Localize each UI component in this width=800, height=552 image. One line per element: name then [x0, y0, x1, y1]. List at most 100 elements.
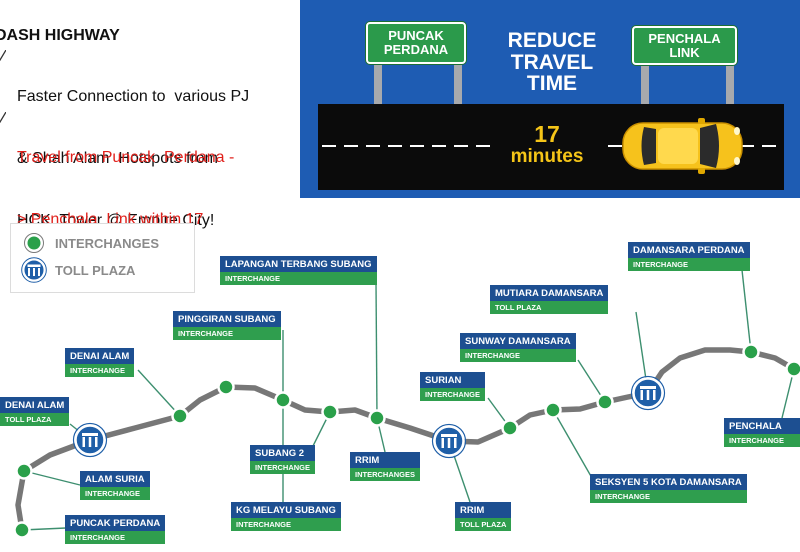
stop-label-rrim-toll: RRIM TOLL PLAZA	[455, 502, 512, 531]
stop-type: INTERCHANGE	[724, 434, 800, 447]
stop-label-damansara-perdana: DAMANSARA PERDANA INTERCHANGE	[628, 242, 750, 271]
check-bullet-icon	[0, 112, 6, 123]
travel-duration: 17 minutes	[494, 120, 600, 170]
road: 17 minutes	[318, 104, 784, 190]
interchange-icon	[15, 462, 33, 480]
stop-name: SUNWAY DAMANSARA	[460, 333, 576, 349]
stop-type: INTERCHANGE	[460, 349, 576, 362]
sign-post	[374, 64, 382, 104]
check-bullet-icon	[0, 50, 6, 61]
stop-name: SEKSYEN 5 KOTA DAMANSARA	[590, 474, 747, 490]
interchange-icon	[24, 233, 44, 253]
stop-name: SUBANG 2	[250, 445, 316, 461]
stop-label-sunway-damansara: SUNWAY DAMANSARA INTERCHANGE	[460, 333, 576, 362]
bullet-connection: Faster Connection to various PJ & Shah A…	[17, 46, 249, 252]
road-sign-penchala-link: PENCHALA LINK	[632, 26, 737, 65]
sign-line: LINK	[669, 44, 700, 60]
stop-type: INTERCHANGE	[65, 364, 135, 377]
legend-item-interchanges: INTERCHANGES	[23, 232, 159, 254]
duration-unit: minutes	[510, 146, 584, 167]
toll-plaza-icon	[431, 423, 467, 459]
stop-type: INTERCHANGE	[220, 272, 377, 285]
sign-post	[726, 64, 734, 104]
stop-name: RRIM	[350, 452, 421, 468]
sign-line: PERDANA	[383, 42, 449, 57]
stop-label-rrim-interchanges: RRIM INTERCHANGES	[350, 452, 421, 481]
stop-name: RRIM	[455, 502, 512, 518]
stop-type: INTERCHANGE	[80, 487, 150, 500]
stop-label-kg-melayu-subang: KG MELAYU SUBANG INTERCHANGE	[231, 502, 341, 531]
stop-name: LAPANGAN TERBANG SUBANG	[220, 256, 377, 272]
stop-type: INTERCHANGES	[350, 468, 421, 481]
stop-label-denai-alam-toll: DENAI ALAM TOLL PLAZA	[0, 397, 70, 426]
highway-route-line	[15, 347, 800, 533]
stop-label-denai-alam: DENAI ALAM INTERCHANGE	[65, 348, 135, 377]
highway-title: DASH HIGHWAY	[0, 27, 120, 44]
toll-plaza-icon	[72, 422, 108, 458]
stop-label-penchala: PENCHALA INTERCHANGE	[724, 418, 800, 447]
interchange-icon	[368, 409, 386, 427]
sign-line: PENCHALA	[648, 30, 721, 46]
car-icon	[622, 118, 743, 174]
interchange-icon	[544, 401, 562, 419]
bullet-line: Travel from Puncak Perdana -	[17, 149, 235, 167]
stop-type: INTERCHANGE	[173, 327, 281, 340]
sign-post	[641, 64, 649, 104]
connector	[23, 470, 81, 486]
stop-type: INTERCHANGE	[65, 531, 166, 544]
headline-line: TRAVEL	[510, 50, 594, 74]
stop-name: PENCHALA	[724, 418, 800, 434]
stop-label-lapangan-terbang-subang: LAPANGAN TERBANG SUBANG INTERCHANGE	[220, 256, 377, 285]
legend-item-toll-plaza: TOLL PLAZA	[21, 257, 136, 283]
stop-type: TOLL PLAZA	[490, 301, 609, 314]
reduce-travel-time-headline: REDUCE TRAVEL TIME	[472, 30, 632, 95]
interchange-icon	[171, 407, 189, 425]
duration-value: 17	[534, 121, 560, 147]
sign-post	[454, 64, 462, 104]
connector	[137, 369, 181, 417]
legend-label: TOLL PLAZA	[55, 262, 136, 278]
stop-type: TOLL PLAZA	[0, 413, 70, 426]
headline-line: REDUCE	[507, 29, 597, 52]
stop-name: ALAM SURIA	[80, 471, 150, 487]
stop-label-subang-2: SUBANG 2 INTERCHANGE	[250, 445, 316, 474]
interchange-icon	[785, 360, 800, 378]
stop-type: INTERCHANGE	[420, 388, 486, 401]
travel-time-banner: PUNCAK PERDANA REDUCE TRAVEL TIME PENCHA…	[300, 0, 800, 198]
interchange-icon	[274, 391, 292, 409]
stop-name: DENAI ALAM	[65, 348, 135, 364]
bullet-line: Faster Connection to various PJ	[17, 88, 250, 106]
toll-plaza-icon	[630, 375, 666, 411]
interchange-icon	[217, 378, 235, 396]
connector	[552, 409, 593, 479]
stop-name: KG MELAYU SUBANG	[231, 502, 341, 518]
stop-label-alam-suria: ALAM SURIA INTERCHANGE	[80, 471, 150, 500]
interchange-dots	[13, 343, 800, 539]
stop-label-pinggiran-subang: PINGGIRAN SUBANG INTERCHANGE	[173, 311, 281, 340]
interchange-icon	[321, 403, 339, 421]
connector	[375, 281, 378, 419]
stop-name: PUNCAK PERDANA	[65, 515, 166, 531]
map-legend: INTERCHANGES TOLL PLAZA	[10, 223, 195, 293]
headline-line: TIME	[526, 72, 578, 95]
stop-name: DAMANSARA PERDANA	[628, 242, 750, 258]
stop-name: MUTIARA DAMANSARA	[490, 285, 609, 301]
toll-plazas	[72, 375, 666, 459]
stop-label-mutiara-damansara-toll: MUTIARA DAMANSARA TOLL PLAZA	[490, 285, 609, 314]
stop-type: INTERCHANGE	[231, 518, 341, 531]
stop-type: TOLL PLAZA	[455, 518, 512, 531]
stop-type: INTERCHANGE	[628, 258, 750, 271]
stop-label-surian: SURIAN INTERCHANGE	[420, 372, 486, 401]
stop-type: INTERCHANGE	[250, 461, 316, 474]
road-sign-puncak-perdana: PUNCAK PERDANA	[366, 22, 466, 64]
interchange-icon	[13, 521, 31, 539]
sign-line: PUNCAK	[388, 28, 444, 43]
bullet-line: & Shah Alam Hotspots from	[17, 149, 218, 167]
stop-type: INTERCHANGE	[590, 490, 747, 503]
stop-name: PINGGIRAN SUBANG	[173, 311, 281, 327]
connector	[741, 269, 752, 353]
stop-name: SURIAN	[420, 372, 486, 388]
stop-label-puncak-perdana: PUNCAK PERDANA INTERCHANGE	[65, 515, 166, 544]
stop-label-seksyen-5-kota-damansara: SEKSYEN 5 KOTA DAMANSARA INTERCHANGE	[590, 474, 747, 503]
